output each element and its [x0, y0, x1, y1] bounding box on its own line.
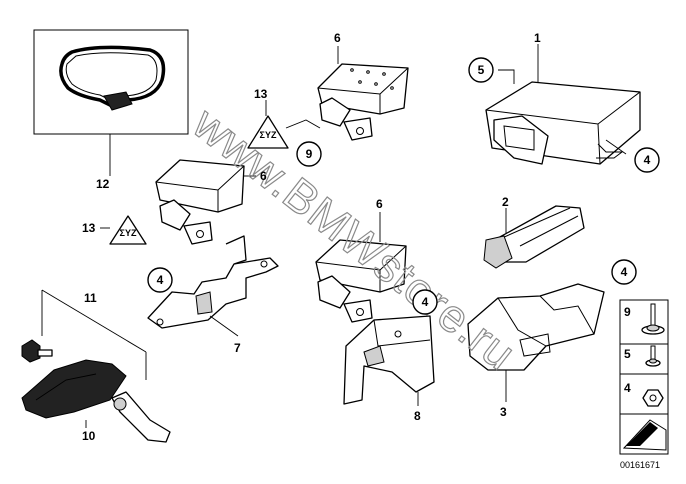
bolt-icon: [641, 303, 665, 335]
part-8-bracket: [343, 315, 435, 405]
callout-4-circled-c: 4: [422, 295, 429, 309]
callout-6-middle: 6: [376, 197, 383, 211]
hardware-legend: 9 5 4 00161671: [619, 299, 669, 470]
triangle-bottom-text: ΣΥΖ: [120, 228, 137, 238]
diagram-code: 00161671: [620, 460, 660, 470]
legend-cell-5: [619, 343, 669, 375]
part-11-screw-head: [21, 339, 41, 363]
legend-label-5: 5: [624, 347, 631, 361]
legend-label-4: 4: [624, 381, 631, 395]
callout-4-circled-b: 4: [157, 273, 164, 287]
part-1-connector: [493, 115, 549, 165]
callout-4-circled-a: 4: [644, 153, 651, 167]
callout-13-bottom: 13: [82, 221, 96, 235]
circled-callouts: 5 4 9 4 4 4: [147, 57, 660, 315]
part-2-group[interactable]: [483, 205, 585, 269]
part-13-top-group[interactable]: ΣΥΖ: [247, 100, 321, 149]
callout-1: 1: [534, 31, 541, 45]
part-12-frame: [33, 29, 189, 135]
callout-labels: 1 2 3 6 6 6 7 8 10 11 12 13 13: [82, 31, 541, 443]
part-2-plug: [483, 235, 513, 269]
part-13-bottom-group[interactable]: ΣΥΖ: [100, 215, 147, 245]
callout-11: 11: [84, 291, 97, 305]
part-6-left-bracket: [183, 221, 213, 245]
part-3-group[interactable]: [467, 283, 605, 402]
part-6-top-bracket: [343, 117, 373, 141]
tire-ring-inner: [65, 52, 158, 102]
part-7-bracket: [147, 257, 279, 329]
ring-sensor-clip: [103, 91, 133, 111]
part-11-group[interactable]: [21, 289, 147, 380]
callout-4-circled-d: 4: [621, 265, 628, 279]
legend-cell-9: [619, 299, 669, 345]
callout-6-left: 6: [260, 169, 267, 183]
part-11-screw-shaft: [37, 349, 53, 357]
callout-3: 3: [500, 405, 507, 419]
direction-arrow-icon: [622, 419, 667, 451]
part-6-middle-group[interactable]: [315, 212, 407, 323]
callout-12: 12: [96, 177, 110, 191]
part-1-group[interactable]: [485, 44, 641, 165]
part-10-sensor-body: [21, 359, 127, 419]
callout-10: 10: [82, 429, 96, 443]
callout-8: 8: [414, 409, 421, 423]
callout-7: 7: [234, 341, 241, 355]
legend-label-9: 9: [624, 305, 631, 319]
part-10-valve-stem: [111, 391, 171, 443]
part-8-group[interactable]: [343, 315, 435, 406]
part-10-group[interactable]: [21, 359, 171, 443]
nut-icon: [642, 389, 664, 407]
warning-triangle-bottom: [109, 215, 147, 245]
screw-icon: [645, 345, 661, 367]
part-6-left-group[interactable]: [155, 159, 256, 245]
warning-triangle-top: [247, 115, 289, 149]
callout-9-circled: 9: [306, 147, 313, 161]
callout-5-circled: 5: [478, 63, 485, 77]
part-7-group[interactable]: [147, 235, 279, 337]
callout-6-top: 6: [334, 31, 341, 45]
part-12-group[interactable]: [33, 29, 189, 176]
callout-2: 2: [502, 195, 509, 209]
part-6-left-body: [155, 159, 245, 213]
triangle-top-text: ΣΥΖ: [260, 130, 277, 140]
part-6-middle-bracket: [343, 299, 373, 323]
part-6-middle-body: [315, 239, 407, 293]
callout-13-top: 13: [254, 87, 268, 101]
part-6-top-group[interactable]: [317, 46, 409, 141]
part-6-middle-connector: [317, 275, 351, 309]
part-6-top-connector: [319, 97, 351, 127]
part-6-left-connector: [159, 199, 191, 231]
